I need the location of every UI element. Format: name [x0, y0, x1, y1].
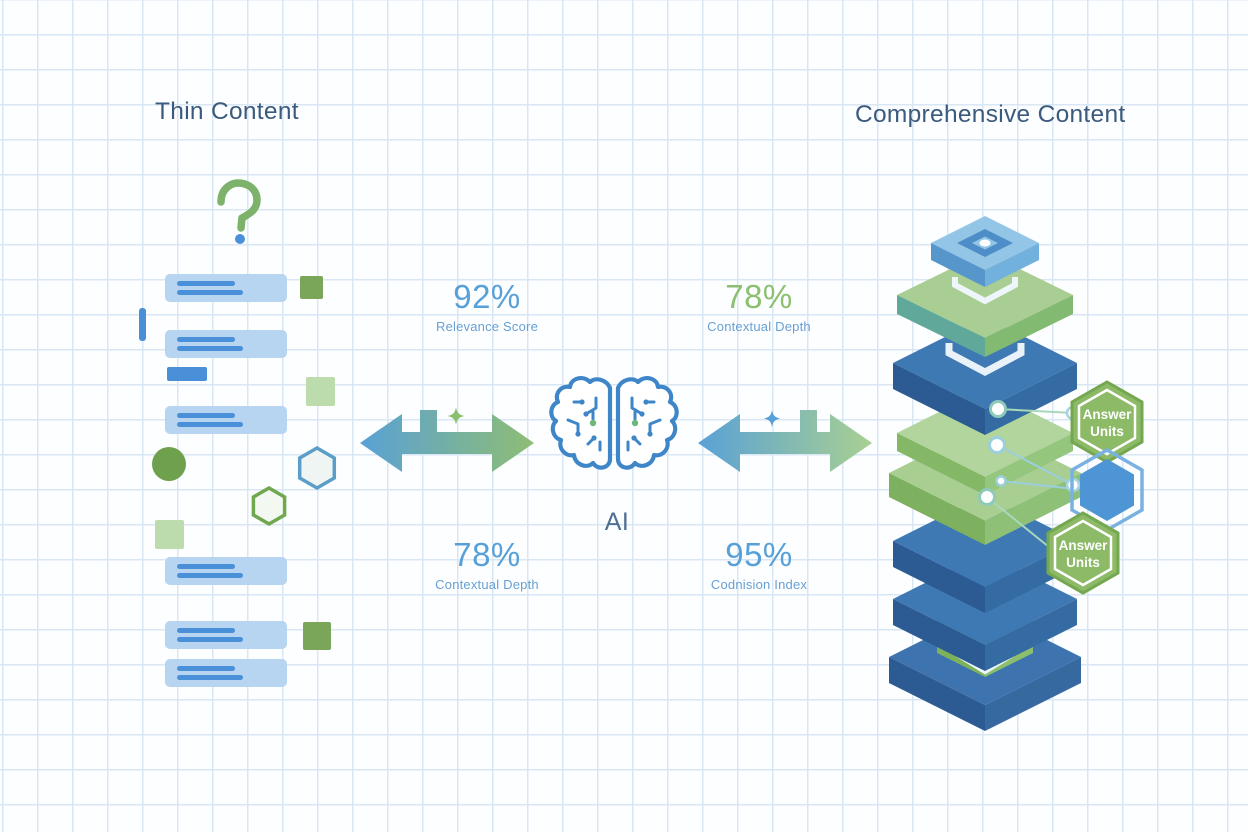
- connector-band: [952, 277, 1018, 305]
- answer-units-badge: Answer Units: [1046, 511, 1120, 595]
- accent-square-green: [300, 276, 323, 299]
- content-block: [165, 274, 287, 302]
- metric-label: Codnision Index: [710, 577, 808, 592]
- content-block: [165, 557, 287, 585]
- accent-square-green: [303, 622, 331, 650]
- badge-label-line2: Units: [1066, 555, 1100, 570]
- text-line: [177, 675, 243, 680]
- sparkle-icon: [447, 407, 465, 425]
- accent-square-light-green: [155, 520, 184, 549]
- metric-label: Contextual Depth: [435, 577, 539, 592]
- content-block: [165, 621, 287, 649]
- hexagon-outline-blue-icon: [297, 445, 337, 491]
- metric-label: Relevance Score: [436, 319, 538, 334]
- text-line: [177, 666, 235, 671]
- text-line: [177, 628, 235, 633]
- left-title: Thin Content: [155, 98, 299, 125]
- text-line: [177, 422, 243, 427]
- metric-value: 78%: [725, 278, 793, 315]
- stack-layer-green: [897, 252, 1073, 357]
- ai-label: AI: [604, 508, 630, 536]
- text-line: [177, 413, 235, 418]
- text-line: [177, 573, 243, 578]
- content-block: [165, 659, 287, 687]
- text-line: [177, 290, 243, 295]
- accent-rect: [167, 367, 207, 381]
- text-line: [177, 337, 235, 342]
- accent-bar: [139, 308, 146, 341]
- metric-value: 92%: [453, 278, 521, 315]
- metric-value: 95%: [725, 536, 793, 573]
- node-dot-green: [589, 419, 597, 427]
- badge-label-line1: Answer: [1083, 407, 1133, 422]
- text-line: [177, 564, 235, 569]
- stack-layer-blue: [893, 317, 1077, 435]
- connector-band: [945, 343, 1025, 376]
- metric-cohesion-index: 95% Codnision Index: [672, 536, 846, 592]
- bidirectional-arrow-icon: [698, 410, 872, 472]
- accent-circle-green: [152, 447, 186, 481]
- metric-label: Contextual Depth: [707, 319, 811, 334]
- metric-contextual-depth-top: 78% Contextual Depth: [672, 278, 846, 334]
- question-mark-icon: [217, 179, 261, 244]
- content-block: [165, 406, 287, 434]
- metric-relevance-score: 92% Relevance Score: [400, 278, 574, 334]
- metric-contextual-depth-bottom: 78% Contextual Depth: [400, 536, 574, 592]
- right-title: Comprehensive Content: [855, 101, 1126, 128]
- node-dot-green: [631, 419, 639, 427]
- badge-label-line1: Answer: [1059, 538, 1109, 553]
- ai-brain-icon: [549, 376, 679, 470]
- text-line: [177, 281, 235, 286]
- badge-label-line2: Units: [1090, 424, 1124, 439]
- sparkle-icon: [763, 410, 781, 427]
- text-line: [177, 637, 243, 642]
- content-stack: Answer Units Answer Units: [889, 216, 1144, 731]
- stack-cap-blue: [931, 216, 1039, 287]
- content-block: [165, 330, 287, 358]
- text-line: [177, 346, 243, 351]
- hexagon-outline-green-icon: [251, 485, 287, 527]
- accent-square-light-green: [306, 377, 335, 406]
- bidirectional-arrow-icon: [360, 407, 534, 472]
- metric-value: 78%: [453, 536, 521, 573]
